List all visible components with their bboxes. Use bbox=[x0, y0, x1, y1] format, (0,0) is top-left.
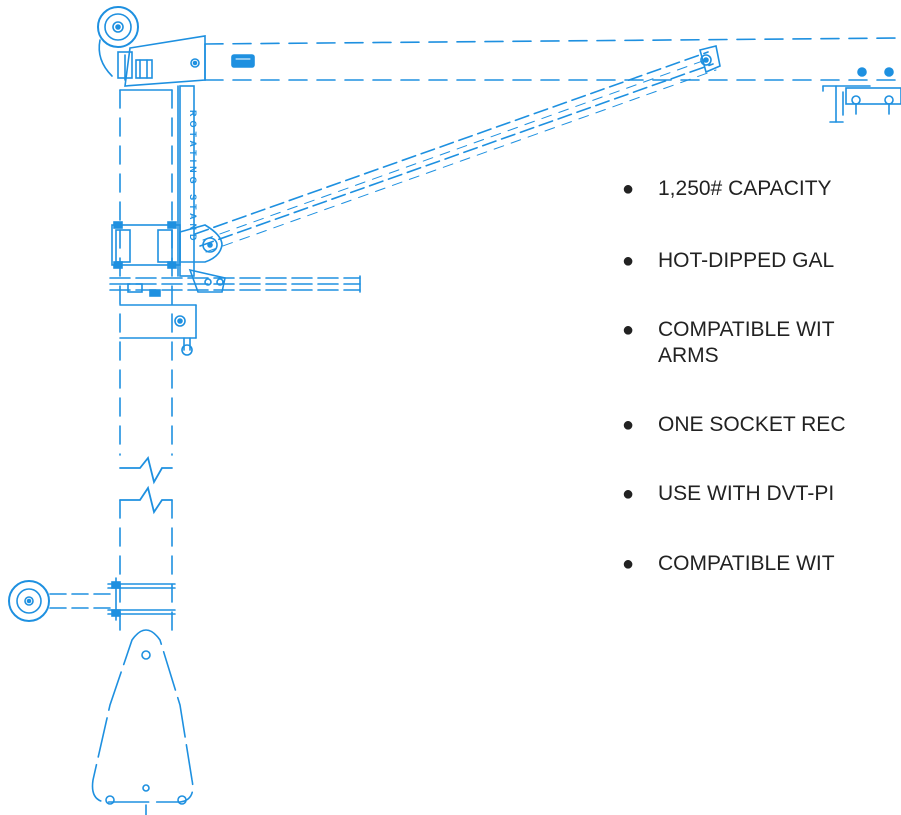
lower-band-clamp bbox=[107, 577, 176, 621]
feature-list: ● 1,250# CAPACITY ● HOT-DIPPED GAL ● COM… bbox=[620, 176, 901, 577]
top-boom bbox=[204, 37, 901, 81]
main-mast bbox=[119, 89, 173, 641]
feature-text: 1,250# CAPACITY bbox=[658, 177, 832, 200]
lower-pulley bbox=[8, 580, 111, 622]
bullet-icon: ● bbox=[622, 553, 635, 575]
boom-end-bracket bbox=[822, 67, 901, 123]
mast-clamp bbox=[111, 221, 223, 269]
feature-text: COMPATIBLE WIT bbox=[658, 552, 835, 575]
feature-item: ● ONE SOCKET REC bbox=[620, 412, 901, 438]
lower-arm bbox=[109, 268, 361, 297]
feature-item: ● HOT-DIPPED GAL bbox=[620, 248, 901, 274]
feature-text-continuation: ARMS bbox=[658, 344, 719, 367]
bullet-icon: ● bbox=[622, 483, 635, 505]
bullet-icon: ● bbox=[622, 250, 635, 272]
feature-item: ● 1,250# CAPACITY bbox=[620, 176, 901, 202]
feature-item: ● USE WITH DVT-PI bbox=[620, 481, 901, 507]
lower-collar bbox=[119, 304, 197, 356]
feature-item: ● COMPATIBLE WIT bbox=[620, 551, 901, 577]
bullet-icon: ● bbox=[622, 414, 635, 436]
bullet-icon: ● bbox=[622, 319, 635, 341]
base-plate bbox=[91, 629, 194, 815]
feature-text: ONE SOCKET REC bbox=[658, 413, 846, 436]
feature-text: USE WITH DVT-PI bbox=[658, 482, 835, 505]
diagonal-support bbox=[194, 45, 721, 253]
bullet-icon: ● bbox=[622, 178, 635, 200]
feature-item: ● COMPATIBLE WIT ARMS bbox=[620, 317, 901, 369]
mast-label-text: ROTATING STAND bbox=[188, 110, 198, 245]
mast-break-symbol bbox=[119, 456, 173, 515]
feature-text: HOT-DIPPED GAL bbox=[658, 249, 835, 272]
feature-text: COMPATIBLE WIT bbox=[658, 318, 835, 341]
mast-label-strip bbox=[177, 85, 195, 277]
boom-head-plate bbox=[124, 35, 255, 87]
top-pulley bbox=[97, 6, 153, 81]
